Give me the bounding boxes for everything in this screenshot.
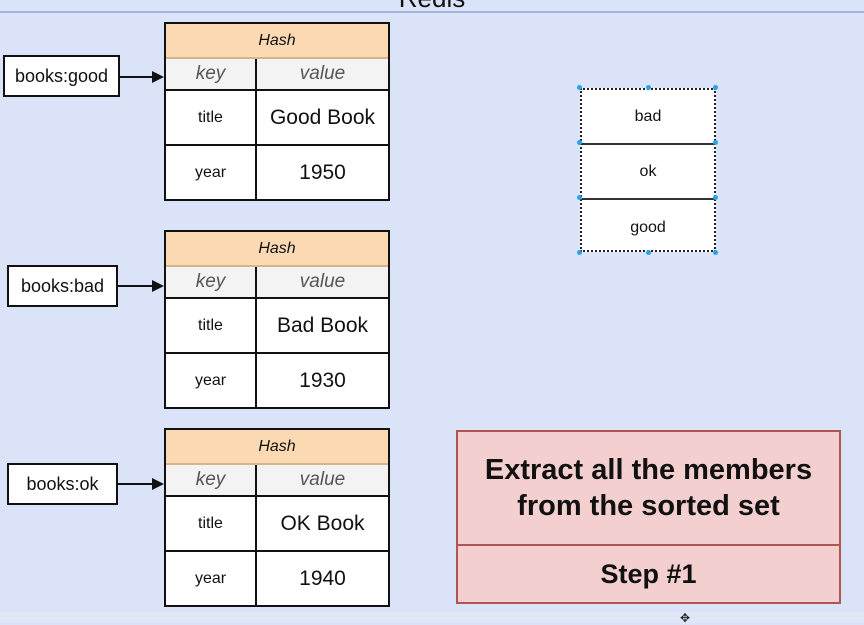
hash-row: year 1950 [166,146,388,199]
column-value-label: value [299,63,346,84]
hash-header: Hash [166,232,388,267]
selection-handle[interactable] [713,140,718,145]
column-value-label: value [299,469,346,490]
hash-column-header-row: key value [166,59,388,91]
column-value-label: value [299,271,346,292]
sorted-set-member[interactable]: ok [582,145,714,200]
hash-header: Hash [166,24,388,59]
selection-handle[interactable] [713,195,718,200]
sorted-set[interactable]: bad ok good [580,88,716,252]
field-value: OK Book [280,511,365,535]
key-box-books-bad[interactable]: books:bad [7,265,118,307]
hash-column-header-row: key value [166,267,388,299]
arrow-icon [118,280,164,292]
hash-row: year 1930 [166,354,388,407]
field-key: title [166,497,257,550]
selection-handle[interactable] [713,250,718,255]
diagram-title: Redis [0,0,864,11]
move-cursor-icon: ✥ [680,611,691,625]
selection-handle[interactable] [577,195,582,200]
field-key: title [166,91,257,144]
sorted-set-member[interactable]: bad [582,90,714,145]
hash-row: title OK Book [166,497,388,552]
step-description: Extract all the members from the sorted … [458,432,839,546]
hash-column-header-row: key value [166,465,388,497]
field-key: year [166,552,257,605]
selection-handle[interactable] [577,85,582,90]
hash-row: title Good Book [166,91,388,146]
diagram-title-bar: Redis [0,0,864,13]
field-value: Good Book [269,105,376,129]
selection-handle[interactable] [646,250,651,255]
key-box-books-ok[interactable]: books:ok [7,463,118,505]
selection-handle[interactable] [646,85,651,90]
step-callout[interactable]: Extract all the members from the sorted … [456,430,841,604]
column-key-label: key [166,465,257,495]
field-key: year [166,146,257,199]
canvas-bottom-edge [0,612,864,623]
selection-handle[interactable] [577,140,582,145]
hash-books-bad[interactable]: Hash key value title Bad Book year 1930 [164,230,390,409]
field-value: 1940 [299,566,346,590]
column-key-label: key [166,59,257,89]
field-value: 1930 [299,368,346,392]
hash-books-good[interactable]: Hash key value title Good Book year 1950 [164,22,390,201]
field-value: 1950 [299,160,346,184]
hash-header: Hash [166,430,388,465]
field-key: year [166,354,257,407]
field-value: Bad Book [276,313,369,337]
hash-books-ok[interactable]: Hash key value title OK Book year 1940 [164,428,390,607]
key-box-books-good[interactable]: books:good [3,55,120,97]
step-label: Step #1 [600,558,697,589]
column-key-label: key [166,267,257,297]
sorted-set-member[interactable]: good [630,218,666,236]
hash-row: year 1940 [166,552,388,605]
arrow-icon [120,71,164,83]
hash-row: title Bad Book [166,299,388,354]
selection-handle[interactable] [713,85,718,90]
arrow-icon [118,478,164,490]
field-key: title [166,299,257,352]
selection-handle[interactable] [577,250,582,255]
